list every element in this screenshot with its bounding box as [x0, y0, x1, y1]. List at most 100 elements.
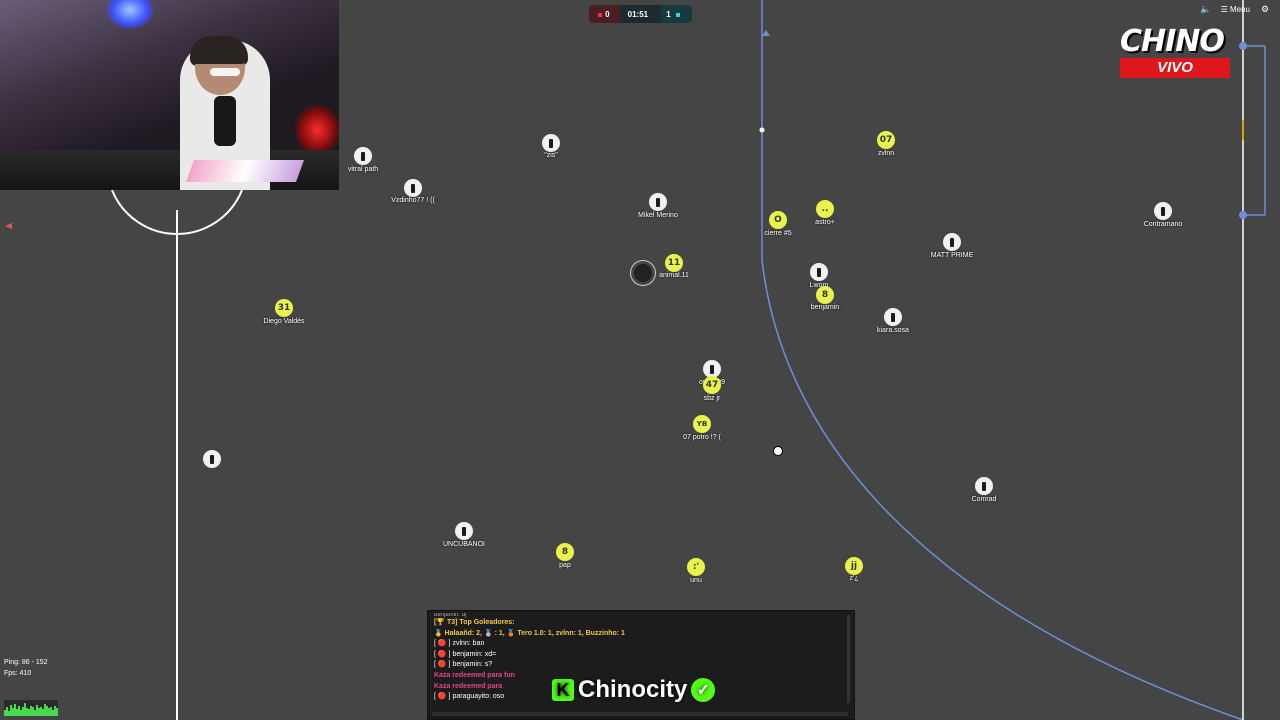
player-disc: 8: [816, 286, 834, 304]
player-name: Vzdinho77 ! ((: [391, 197, 435, 204]
fps-bar: [30, 706, 32, 716]
player-disc: 07: [877, 131, 895, 149]
blue-score: 1: [666, 9, 671, 19]
player-disc: [943, 233, 961, 251]
logo-bottom: VIVO: [1120, 58, 1230, 78]
player-name: "zis": [544, 152, 558, 159]
ball: [773, 446, 783, 456]
net-stats: Ping: 86 - 152 Fps: 410: [4, 657, 48, 679]
player-disc: 11: [665, 254, 683, 272]
player-disc: 8: [556, 543, 574, 561]
player-name: vitral path: [347, 166, 379, 173]
fps-bar: [42, 709, 44, 716]
player-disc: 31: [275, 299, 293, 317]
fps-bar: [38, 708, 40, 716]
player-name: Comrad: [971, 496, 997, 503]
player-name: z'¿: [849, 575, 859, 582]
chat-scrollbar[interactable]: [847, 615, 850, 703]
player-disc: jj: [845, 557, 863, 575]
chat-line: [ 🔴 ] benjamin: s?: [434, 661, 493, 669]
player-name: pap: [559, 562, 571, 569]
chat-line: Kaza redeemed para fun: [434, 671, 515, 679]
fps-bar: [14, 704, 16, 716]
own-player-disc: [634, 264, 652, 282]
fps-bar: [36, 705, 38, 716]
blue-score-group: 1: [666, 10, 683, 19]
fps-bar: [32, 707, 34, 716]
fps-bar: [22, 707, 24, 716]
fps-bar: [16, 709, 18, 716]
player-name: kiara.sosa: [877, 327, 909, 334]
red-score-group: 0: [598, 9, 610, 19]
chat-line: benjamin: dj: [434, 613, 467, 618]
fps-bar: [46, 706, 48, 716]
scoreboard: 0 01:51 1: [589, 5, 692, 23]
fps-bar: [24, 703, 26, 716]
player-disc: [354, 147, 372, 165]
player-name: sbz jr: [703, 395, 721, 402]
fps-bar: [10, 705, 12, 716]
player-name: 07 potro !? (: [683, 434, 721, 441]
chat-line: [ 🔴 ] benjamin: xd=: [434, 650, 497, 658]
fps-graph: [4, 700, 58, 716]
player-disc: [810, 263, 828, 281]
player-disc: O: [769, 211, 787, 229]
kick-logo-icon: K: [552, 679, 574, 701]
fps-bar: [52, 710, 54, 716]
chat-input[interactable]: [432, 712, 848, 716]
fps-bar: [48, 708, 50, 716]
player-name: UNCUBANOI: [442, 541, 486, 548]
red-score: 0: [605, 9, 610, 19]
player-name: Diego Valdés: [263, 318, 305, 325]
fps-bar: [40, 707, 42, 716]
player-disc: [542, 134, 560, 152]
chat-line: 🥇 Halaañd: 2, 🥈 : 1, 🥉 Tero 1.0: 1, zvln…: [434, 629, 625, 637]
menu-button[interactable]: ☰ Menu: [1220, 4, 1250, 14]
player-disc: :': [687, 558, 705, 576]
webcam-overlay: [0, 0, 339, 190]
fps-bar: [28, 709, 30, 716]
fps-bar: [6, 707, 8, 716]
chat-panel: benjamin: dj [🏆 T3] Top Goleadores: 🥇 Ha…: [427, 610, 855, 720]
menu-label: Menu: [1229, 4, 1250, 14]
channel-brand: K Chinocity ✓: [552, 676, 734, 704]
fps-bar: [34, 710, 36, 716]
player-name: cierre #5: [764, 230, 792, 237]
player-name: animal.11: [659, 272, 689, 279]
fps-bar: [18, 706, 20, 716]
player-name: benjamin: [810, 304, 840, 311]
fps-bar: [56, 708, 58, 716]
logo-top: CHINO: [1120, 24, 1225, 59]
player-disc: [455, 522, 473, 540]
fps-bar: [20, 710, 22, 716]
player-name: Mikel Merino: [638, 212, 678, 219]
player-name: Contramano: [1143, 221, 1183, 228]
match-timer: 01:51: [627, 9, 649, 19]
player-disc: YB: [693, 415, 711, 433]
ping-readout: Ping: 86 - 152: [4, 659, 48, 666]
player-name: astro+: [815, 219, 835, 226]
verified-check-icon: ✓: [691, 678, 716, 702]
player-name: MATT PRIME: [930, 252, 974, 259]
fps-bar: [4, 710, 6, 716]
player-name: unu: [690, 577, 702, 584]
gear-icon[interactable]: ⚙: [1260, 3, 1270, 14]
fps-bar: [12, 708, 14, 716]
player-disc: [649, 193, 667, 211]
top-controls: 🔈 ☰ Menu ⚙: [1191, 0, 1280, 18]
fps-bar: [44, 704, 46, 716]
channel-name: Chinocity: [578, 676, 688, 703]
chat-line: [🏆 T3] Top Goleadores:: [434, 619, 515, 626]
chat-line: [ 🔴 ] paraguayito: oso: [434, 693, 505, 701]
fps-bar: [50, 707, 52, 716]
fps-bar: [26, 708, 28, 716]
player-disc: 47: [703, 376, 721, 394]
fps-readout: Fps: 410: [4, 670, 32, 677]
chat-line: Kaza redeemed para: [434, 682, 503, 690]
chat-line: [ 🔴 ] zvlnn: ban: [434, 640, 485, 648]
player-disc: [703, 360, 721, 378]
player-disc: [1154, 202, 1172, 220]
fps-bar: [54, 706, 56, 716]
speaker-icon[interactable]: 🔈: [1199, 3, 1212, 14]
